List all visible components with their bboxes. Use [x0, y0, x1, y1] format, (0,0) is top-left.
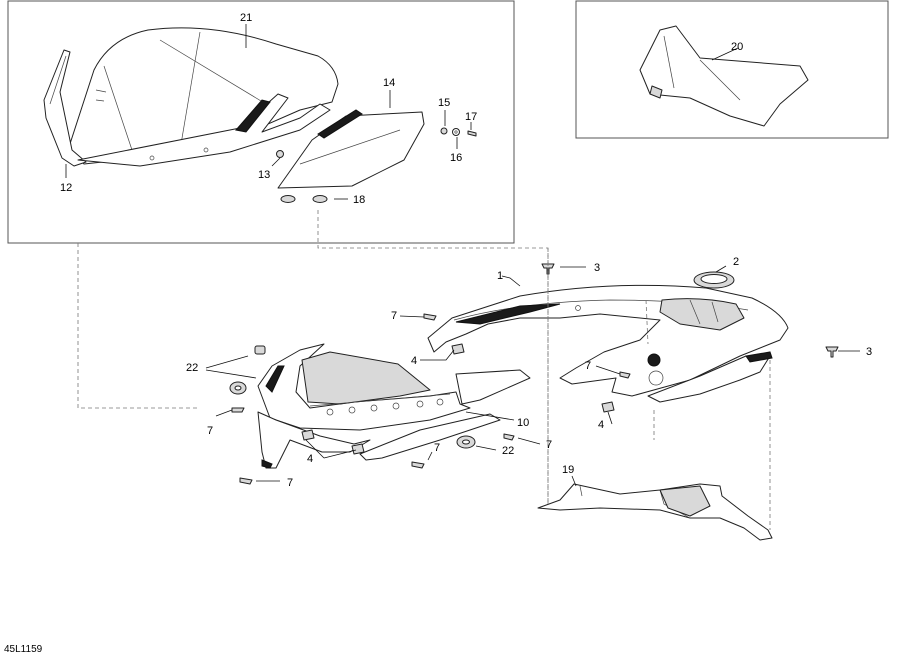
alt-windshield-detail-frame	[575, 0, 889, 139]
callout-13: 13	[258, 169, 270, 181]
screw-part-7-f[interactable]	[503, 433, 515, 441]
belly-pan-part-19[interactable]	[537, 483, 773, 541]
deflector-part-14[interactable]	[277, 109, 425, 189]
callout-labels: 21 12 13 14 15 16 17 18 20 1 2 3 3 7 4 7…	[4, 12, 872, 655]
screw-part-7-a[interactable]	[423, 313, 437, 321]
callout-7-b: 7	[585, 360, 591, 372]
hardware-part-15[interactable]	[440, 127, 448, 135]
screw-part-17[interactable]	[467, 130, 477, 137]
callout-20: 20	[731, 41, 743, 53]
screw-part-7-c[interactable]	[231, 407, 245, 413]
callout-7-f: 7	[434, 442, 440, 454]
callout-7-c: 7	[207, 425, 213, 437]
screw-part-7-b[interactable]	[619, 371, 631, 379]
callout-2: 2	[733, 256, 739, 268]
diagram-code: 45L1159	[4, 644, 43, 655]
side-trim-right	[647, 351, 773, 403]
clip-part-4-b[interactable]	[601, 401, 615, 413]
callout-22-a: 22	[186, 362, 198, 374]
callout-7-d: 7	[287, 477, 293, 489]
callout-3-a: 3	[594, 262, 600, 274]
windshield-detail-frame	[7, 0, 515, 244]
cap-part-2[interactable]	[693, 271, 735, 289]
grommet-part-22-b[interactable]	[456, 435, 476, 449]
callout-17: 17	[465, 111, 477, 123]
callout-12: 12	[60, 182, 72, 194]
callout-14: 14	[383, 77, 395, 89]
grommet-part-18[interactable]	[280, 195, 328, 203]
hood-part-1[interactable]	[427, 284, 789, 397]
hardware-part-16[interactable]	[452, 128, 460, 136]
callout-3-b: 3	[866, 346, 872, 358]
grommet-part-22-a[interactable]	[229, 345, 266, 395]
windshield-trim-part-12[interactable]	[43, 49, 87, 167]
callout-4-a: 4	[411, 355, 417, 367]
callout-15: 15	[438, 97, 450, 109]
windshield-part-20[interactable]	[639, 25, 809, 127]
callout-16: 16	[450, 152, 462, 164]
clip-part-4-a[interactable]	[451, 343, 465, 355]
callout-22-b: 22	[502, 445, 514, 457]
callout-18: 18	[353, 194, 365, 206]
screw-part-7-e[interactable]	[411, 461, 425, 469]
callout-7-a: 7	[391, 310, 397, 322]
clip-part-4-c[interactable]	[301, 429, 365, 455]
nut-part-13[interactable]	[276, 150, 284, 158]
windshield-part-21[interactable]	[67, 27, 339, 165]
nose-panel-part-10[interactable]	[257, 343, 471, 431]
callout-10: 10	[517, 417, 529, 429]
callout-1: 1	[497, 270, 503, 282]
leader-lines	[65, 24, 860, 487]
rivet-part-3-b[interactable]	[825, 346, 839, 358]
skirt-panel	[359, 369, 531, 461]
assembly-guide-lines	[77, 210, 771, 530]
deflector-bracket	[77, 93, 331, 167]
callout-4-b: 4	[598, 419, 604, 431]
screw-part-7-d[interactable]	[239, 477, 253, 485]
callout-7-e: 7	[546, 439, 552, 451]
callout-21: 21	[240, 12, 252, 24]
callout-4-c: 4	[307, 453, 313, 465]
callout-19: 19	[562, 464, 574, 476]
